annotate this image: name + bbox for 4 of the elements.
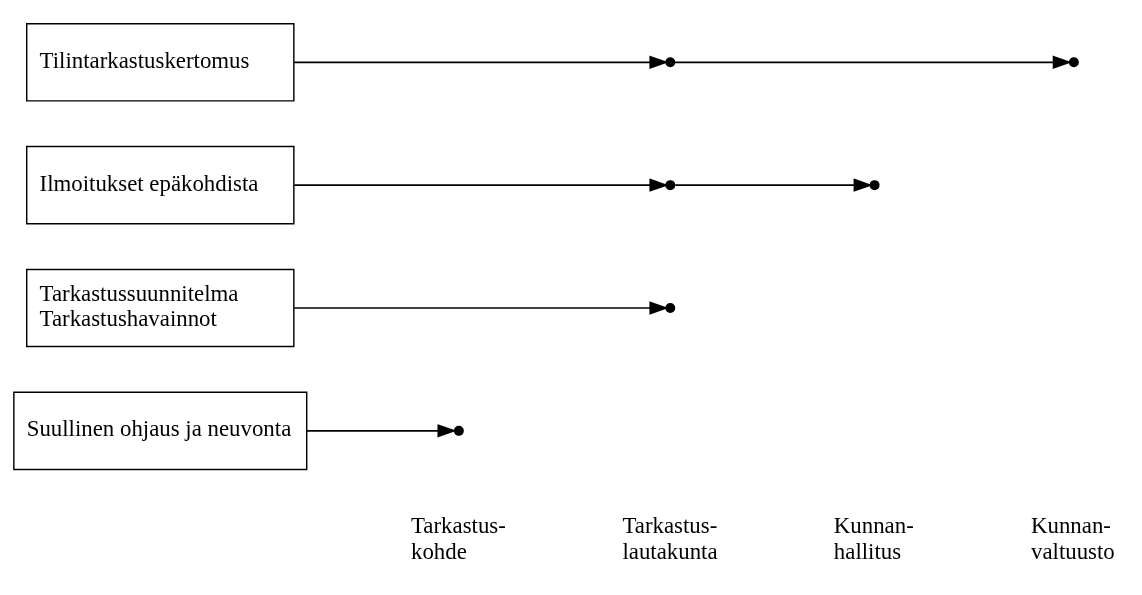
- label: Kunnan- valtuusto: [1031, 512, 1115, 564]
- label: Tarkastus- lautakunta: [622, 512, 718, 564]
- label: Kunnan- hallitus: [833, 512, 914, 564]
- label: Tarkastus- kohde: [411, 512, 506, 564]
